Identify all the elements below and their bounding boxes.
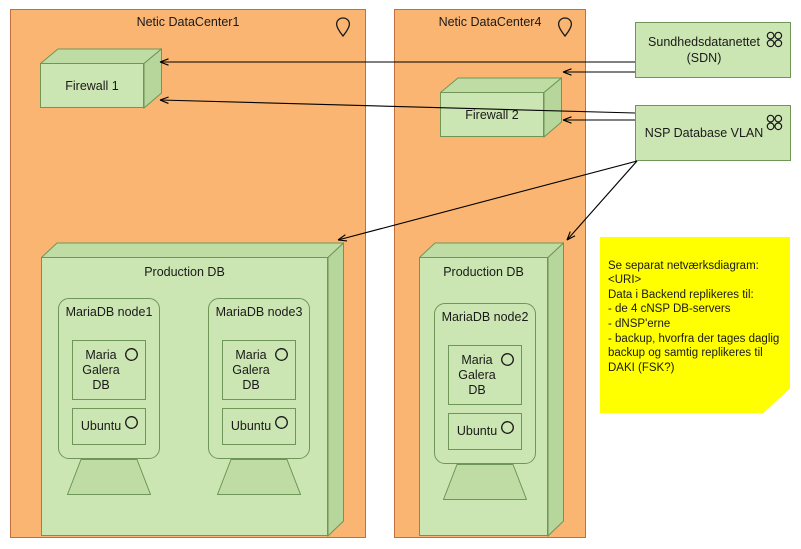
component-label: Ubuntu [230,419,272,433]
mariadb-node3[interactable]: MariaDB node3 Maria Galera DB Ubuntu [208,298,310,495]
external-network-sdn[interactable]: Sundhedsdatanettet (SDN) [635,22,791,78]
mariadb-node1-title: MariaDB node1 [65,305,153,319]
note-text: Se separat netværksdiagram: <URI> Data i… [608,259,780,374]
network-cluster-icon [766,114,783,131]
note-sticky[interactable]: Se separat netværksdiagram: <URI> Data i… [600,237,790,413]
mariadb-node2-component-db[interactable]: Maria Galera DB [448,345,522,405]
mariadb-node2-title: MariaDB node2 [441,310,529,324]
production-db-dc1-front: Production DB MariaDB node1 Maria Galera… [41,257,328,536]
datacenter-container-dc1[interactable]: Netic DataCenter1 Firewall 1 Production … [10,9,366,538]
production-db-dc1[interactable]: Production DB MariaDB node1 Maria Galera… [41,241,344,537]
datacenter-container-dc4[interactable]: Netic DataCenter4 Firewall 2 Production … [394,9,586,538]
mariadb-node2-component-os[interactable]: Ubuntu [448,413,522,450]
component-label: Maria Galera DB [232,347,270,392]
node-stand [217,459,301,495]
datacenter-title-dc1: Netic DataCenter1 [136,15,240,29]
mariadb-node1-component-os[interactable]: Ubuntu [72,408,146,445]
component-circle-icon [125,348,138,361]
datacenter-title-dc4: Netic DataCenter4 [438,15,542,29]
production-db-dc4-title: Production DB [443,265,524,279]
component-circle-icon [275,348,288,361]
mariadb-node3-component-db[interactable]: Maria Galera DB [222,340,296,400]
mariadb-node1-component-db[interactable]: Maria Galera DB [72,340,146,400]
node-stand [443,464,527,500]
mariadb-node3-component-os[interactable]: Ubuntu [222,408,296,445]
firewall-2-box[interactable]: Firewall 2 [440,76,562,138]
component-circle-icon [125,416,138,429]
firewall-2-label: Firewall 2 [440,92,544,137]
mariadb-node1[interactable]: MariaDB node1 Maria Galera DB Ubuntu [58,298,160,495]
component-label: Maria Galera DB [82,347,120,392]
production-db-dc4[interactable]: Production DB MariaDB node2 Maria Galera… [419,241,564,537]
production-db-dc1-title: Production DB [144,265,225,279]
network-cluster-icon [766,31,783,48]
component-label: Maria Galera DB [458,352,496,397]
mariadb-node2[interactable]: MariaDB node2 Maria Galera DB Ubuntu [434,303,536,500]
external-network-nsp-label: NSP Database VLAN [644,126,764,140]
mariadb-node3-title: MariaDB node3 [215,305,303,319]
component-circle-icon [501,421,514,434]
component-label: Ubuntu [456,424,498,438]
node-stand [67,459,151,495]
location-pin-icon [557,17,573,37]
component-label: Ubuntu [80,419,122,433]
firewall-1-label: Firewall 1 [40,63,144,108]
external-network-sdn-label: Sundhedsdatanettet (SDN) [648,35,760,65]
external-network-nsp[interactable]: NSP Database VLAN [635,105,791,161]
location-pin-icon [335,17,351,37]
production-db-dc4-front: Production DB MariaDB node2 Maria Galera… [419,257,548,536]
firewall-1-box[interactable]: Firewall 1 [40,47,162,109]
component-circle-icon [275,416,288,429]
component-circle-icon [501,353,514,366]
